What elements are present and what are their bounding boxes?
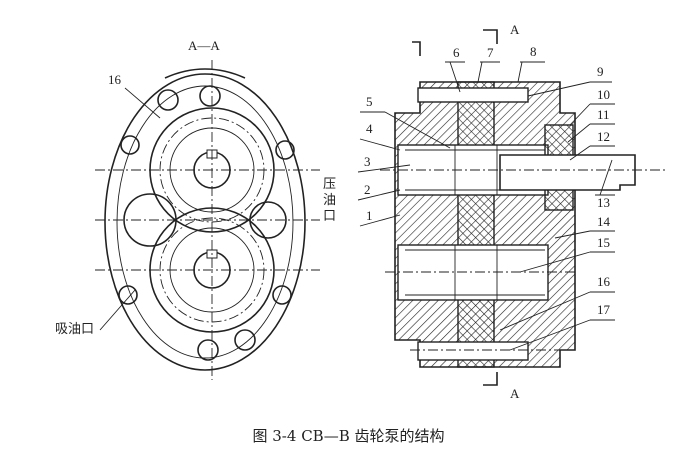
drive-shaft [499, 154, 636, 191]
svg-text:9: 9 [597, 64, 604, 79]
top-bolt [417, 87, 529, 103]
svg-text:3: 3 [364, 154, 371, 169]
outlet-label: 压 油 口 [323, 177, 336, 224]
svg-text:16: 16 [597, 274, 611, 289]
bottom-pin [417, 341, 529, 361]
svg-text:15: 15 [597, 235, 610, 250]
svg-text:5: 5 [366, 94, 373, 109]
svg-text:17: 17 [597, 302, 611, 317]
svg-text:14: 14 [597, 214, 611, 229]
svg-text:10: 10 [597, 87, 610, 102]
left-part-labels: 5 4 3 2 1 [357, 94, 451, 227]
top-lug [164, 68, 246, 79]
pump-body-inner [116, 85, 294, 359]
section-title: A—A [188, 38, 220, 53]
svg-text:油: 油 [323, 193, 336, 208]
svg-text:12: 12 [597, 129, 610, 144]
figure-caption: 图 3-4 CB—B 齿轮泵的结构 [252, 427, 445, 445]
svg-text:口: 口 [323, 209, 336, 224]
inlet-label: 吸油口 [55, 322, 94, 337]
bolt-holes [118, 85, 295, 361]
longitudinal-view: A A 5 4 3 2 [357, 22, 668, 401]
svg-text:7: 7 [487, 45, 494, 60]
section-mark-top: A [510, 22, 520, 37]
svg-text:11: 11 [597, 107, 610, 122]
svg-text:压: 压 [323, 177, 336, 192]
svg-text:6: 6 [453, 45, 460, 60]
lower-bearing-bore [397, 244, 549, 301]
label-16-left: 16 [108, 72, 122, 87]
outlet-port [249, 201, 287, 239]
svg-text:1: 1 [366, 208, 373, 223]
svg-text:13: 13 [597, 195, 610, 210]
gear-body [457, 81, 495, 368]
section-mark-bottom: A [510, 386, 520, 401]
section-view-a-a: A—A 16 [55, 38, 336, 380]
svg-text:8: 8 [530, 44, 537, 59]
svg-text:2: 2 [364, 182, 371, 197]
right-part-labels: 6 7 8 9 10 11 12 13 14 15 16 17 [445, 44, 615, 351]
svg-text:4: 4 [366, 121, 373, 136]
pump-body-outline [104, 73, 306, 371]
